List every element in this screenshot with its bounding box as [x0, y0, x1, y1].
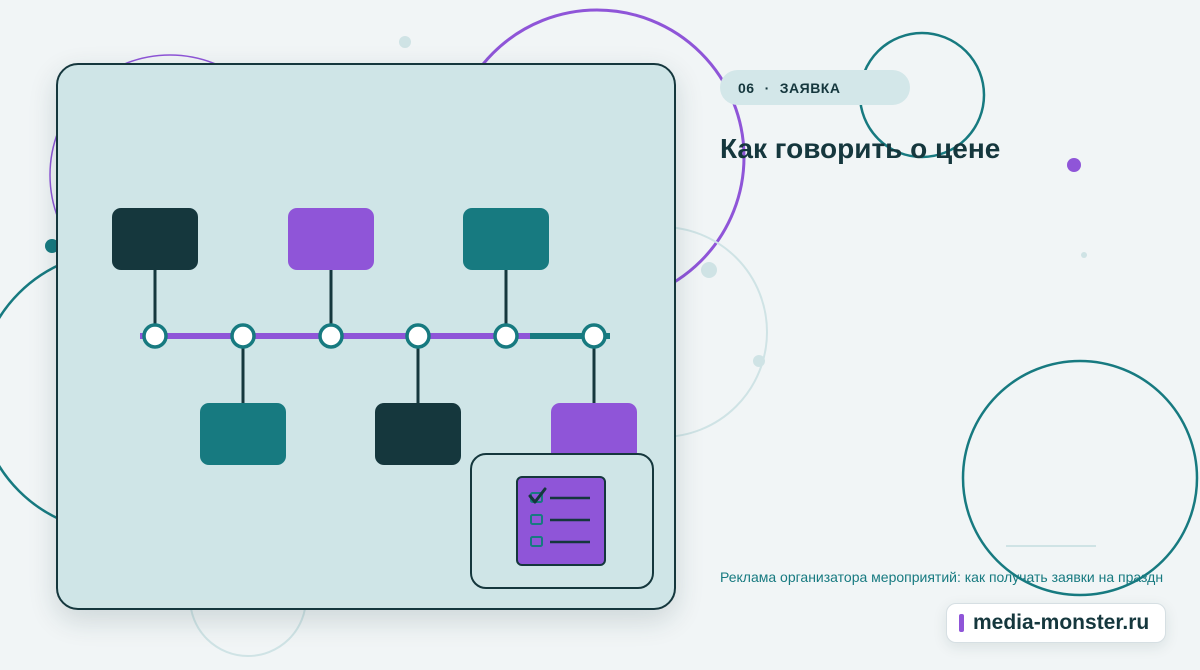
bg-dot-pale-3: [753, 355, 765, 367]
section-separator: ·: [764, 79, 770, 96]
timeline-node-5: [493, 323, 519, 349]
timeline-node-1: [142, 323, 168, 349]
brand-site-name: media-monster.ru: [973, 611, 1150, 634]
bg-dot-purple: [1067, 158, 1081, 172]
bg-ring-teal-large: [961, 359, 1199, 597]
section-chip: 06 · ЗАЯВКА: [720, 70, 910, 105]
timeline-node-6: [581, 323, 607, 349]
bg-dot-pale-1: [399, 36, 411, 48]
check-mark-icon: [528, 487, 547, 504]
checklist-icon: [516, 476, 606, 566]
step-box-5: [463, 208, 549, 270]
illustration-card: [56, 63, 676, 610]
checkbox-3: [530, 536, 543, 547]
timeline-node-3: [318, 323, 344, 349]
article-caption: Реклама организатора мероприятий: как по…: [720, 569, 1164, 585]
page-title: Как говорить о цене: [720, 133, 1001, 164]
bg-dot-pale-2: [701, 262, 717, 278]
step-box-3: [288, 208, 374, 270]
brand-badge[interactable]: media-monster.ru: [946, 603, 1166, 643]
brand-mark-icon: [959, 614, 964, 632]
section-number: 06: [738, 79, 755, 96]
section-label: ЗАЯВКА: [779, 79, 841, 96]
step-box-6: [551, 403, 637, 465]
timeline-node-2: [230, 323, 256, 349]
step-box-2: [200, 403, 286, 465]
step-box-4: [375, 403, 461, 465]
bg-dot-teal: [45, 239, 59, 253]
bg-dot-pale-4: [1081, 252, 1087, 258]
checklist-card: [470, 453, 654, 589]
step-box-1: [112, 208, 198, 270]
checkbox-2: [530, 514, 543, 525]
timeline-node-4: [405, 323, 431, 349]
timeline-illustration: [112, 208, 637, 465]
